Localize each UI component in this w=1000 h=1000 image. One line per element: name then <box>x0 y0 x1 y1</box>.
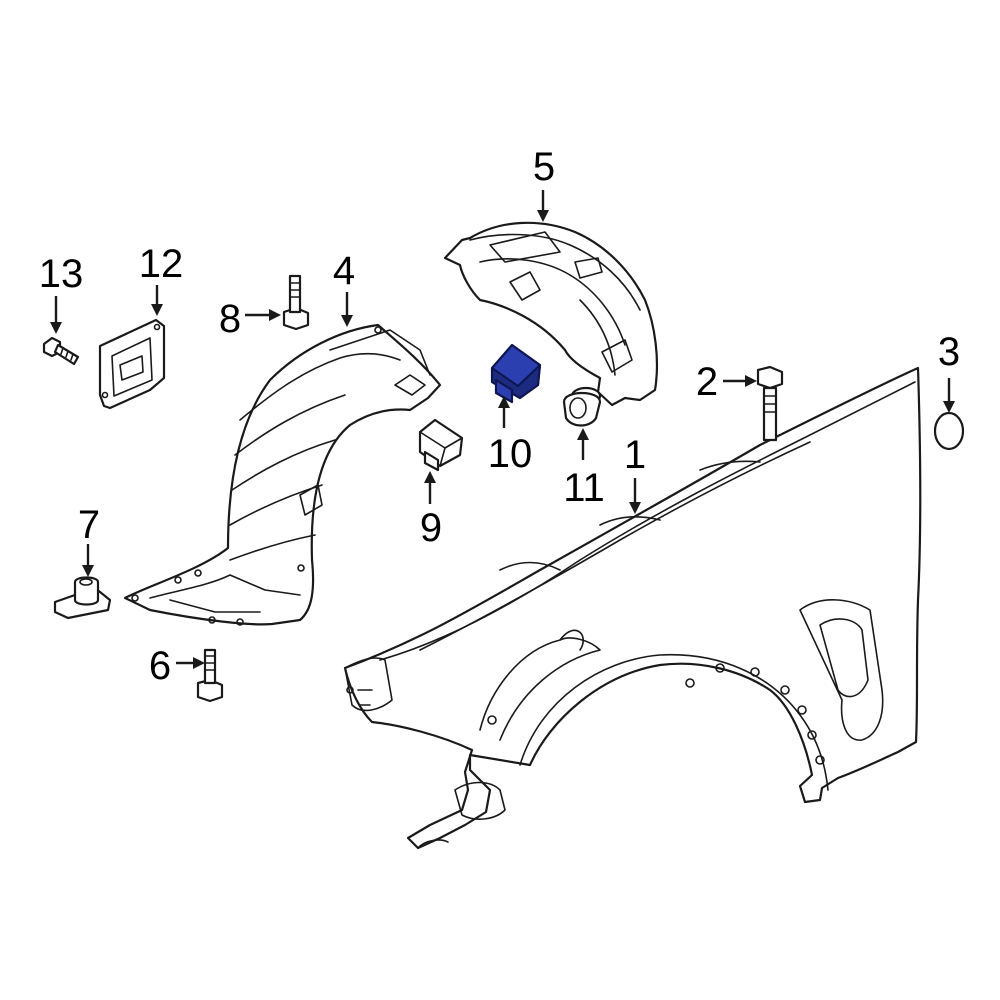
arrow-12-head <box>151 304 163 316</box>
callout-7[interactable]: 7 <box>78 503 100 547</box>
arrow-4-head <box>341 315 353 327</box>
part-8-bolt[interactable] <box>282 274 310 331</box>
part-11-grommet[interactable] <box>562 386 602 427</box>
arrow-11-head <box>577 428 589 440</box>
arrow-5-head <box>537 210 549 222</box>
arrow-10-head <box>498 396 510 408</box>
part-10-clip-highlighted[interactable] <box>490 343 542 404</box>
arrow-2-head <box>745 375 757 387</box>
arrow-6-head <box>193 657 205 669</box>
callout-labels: 1 2 3 4 5 6 7 8 9 10 11 12 13 <box>39 145 960 688</box>
callout-1[interactable]: 1 <box>624 433 646 477</box>
callout-13[interactable]: 13 <box>39 252 84 296</box>
part-4-fender-liner[interactable] <box>123 323 442 626</box>
part-13-screw[interactable] <box>42 336 80 366</box>
callout-9[interactable]: 9 <box>420 506 442 550</box>
callout-12[interactable]: 12 <box>139 242 184 286</box>
callout-5[interactable]: 5 <box>533 145 555 189</box>
leader-arrows <box>50 190 955 669</box>
arrow-3-head <box>943 401 955 413</box>
callout-3[interactable]: 3 <box>938 330 960 374</box>
arrow-13-head <box>50 322 62 334</box>
arrow-1-head <box>629 502 641 514</box>
arrow-9-head <box>424 471 436 483</box>
part-12-bracket[interactable] <box>98 318 166 410</box>
callout-6[interactable]: 6 <box>149 644 171 688</box>
part-1-fender[interactable] <box>343 366 922 850</box>
arrow-8-head <box>269 309 281 321</box>
part-6-bolt[interactable] <box>196 648 224 703</box>
callout-10[interactable]: 10 <box>488 432 533 476</box>
arrow-7-head <box>82 565 94 577</box>
callout-4[interactable]: 4 <box>333 249 355 293</box>
callout-11[interactable]: 11 <box>563 466 605 510</box>
callout-2[interactable]: 2 <box>696 360 718 404</box>
part-2-bolt[interactable] <box>756 365 784 442</box>
part-5-rear-liner[interactable] <box>443 221 659 407</box>
part-7-clip-nut[interactable] <box>53 576 112 620</box>
part-3-grommet[interactable] <box>933 411 965 451</box>
callout-8[interactable]: 8 <box>219 297 241 341</box>
part-9-clip[interactable] <box>418 418 464 472</box>
